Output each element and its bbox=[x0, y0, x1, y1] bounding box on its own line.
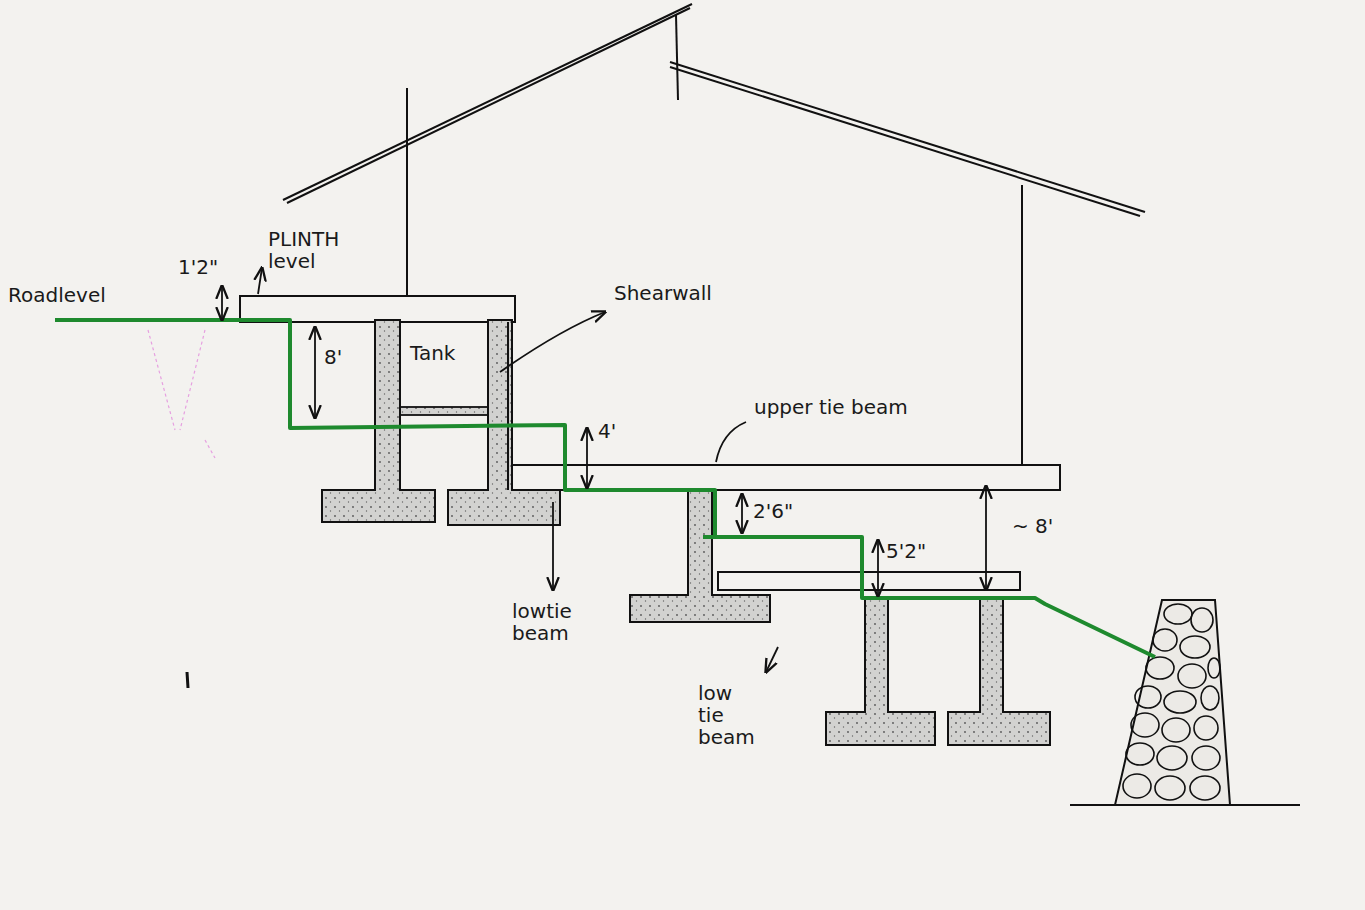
retaining-wall bbox=[1157, 746, 1187, 770]
retaining-wall bbox=[1201, 686, 1219, 710]
retaining-wall bbox=[1178, 664, 1206, 688]
retaining-wall bbox=[1153, 629, 1177, 651]
retaining-wall bbox=[1146, 657, 1174, 679]
retaining-wall bbox=[1208, 658, 1220, 678]
ground-line bbox=[55, 320, 1155, 657]
roof bbox=[283, 4, 1145, 216]
pink-marks bbox=[205, 440, 215, 458]
space-label: Tank bbox=[410, 342, 480, 364]
dimension-arrows bbox=[221, 286, 223, 320]
dimension-label: 2'6" bbox=[753, 500, 813, 522]
leader-lines bbox=[500, 312, 605, 372]
roof bbox=[670, 67, 1140, 216]
retaining-wall bbox=[1162, 718, 1190, 742]
columns-footings bbox=[630, 490, 770, 622]
dimension-arrows bbox=[985, 486, 987, 590]
part-label: upper tie beam bbox=[754, 396, 954, 418]
level-label: PLINTH level bbox=[268, 228, 378, 272]
retaining-wall bbox=[1164, 604, 1192, 624]
retaining-wall bbox=[1123, 774, 1151, 798]
retaining-wall bbox=[1194, 716, 1218, 740]
retaining-wall bbox=[1190, 776, 1220, 800]
low-tie-beam bbox=[718, 572, 1020, 590]
retaining-wall bbox=[1191, 608, 1213, 632]
level-label: Roadlevel bbox=[8, 284, 148, 306]
retaining-wall bbox=[1131, 713, 1159, 737]
roof bbox=[676, 15, 678, 100]
retaining-wall bbox=[1192, 746, 1220, 770]
pink-marks bbox=[148, 330, 215, 458]
columns-footings bbox=[322, 320, 1050, 745]
part-label: lowtie beam bbox=[512, 600, 607, 644]
pen-mark bbox=[187, 672, 188, 688]
dimension-label: 1'2" bbox=[178, 256, 228, 278]
retaining-wall bbox=[1155, 776, 1185, 800]
upper-tie-beam bbox=[512, 465, 1060, 490]
walls bbox=[406, 88, 408, 296]
retaining-wall bbox=[1135, 686, 1161, 708]
part-label: low tie beam bbox=[698, 682, 760, 748]
retaining-wall bbox=[1126, 743, 1154, 765]
retaining-wall bbox=[1180, 636, 1210, 658]
dimension-arrows bbox=[258, 268, 262, 294]
columns-footings bbox=[826, 598, 935, 745]
dimension-arrows bbox=[586, 428, 588, 488]
columns-footings bbox=[448, 320, 560, 525]
leader-lines bbox=[766, 647, 778, 672]
leader-lines bbox=[716, 422, 746, 462]
dimension-label: 8' bbox=[324, 346, 364, 368]
dimension-arrows bbox=[877, 540, 879, 596]
retaining-wall bbox=[1123, 604, 1220, 800]
dimension-label: 4' bbox=[598, 420, 638, 442]
shear-wall bbox=[507, 322, 509, 490]
shear-wall bbox=[507, 322, 509, 490]
low-tie-beam bbox=[718, 572, 1020, 590]
pen-mark bbox=[187, 672, 188, 688]
part-label: Shearwall bbox=[614, 282, 774, 304]
leader-lines bbox=[552, 502, 554, 590]
dimension-arrows bbox=[741, 494, 743, 533]
walls bbox=[1021, 185, 1023, 465]
dimension-label: 5'2" bbox=[886, 540, 946, 562]
roof bbox=[283, 4, 692, 200]
dimension-label: ~ 8' bbox=[1012, 515, 1082, 537]
leader-lines bbox=[500, 312, 778, 672]
pink-marks bbox=[148, 330, 175, 430]
dimension-arrows bbox=[222, 268, 986, 596]
retaining-wall bbox=[1070, 804, 1300, 806]
tank-slab bbox=[400, 407, 488, 415]
columns-footings bbox=[948, 598, 1050, 745]
retaining-wall bbox=[1115, 600, 1230, 805]
upper-tie-beam bbox=[512, 465, 1060, 490]
tank-slab bbox=[400, 407, 488, 415]
ground-line bbox=[55, 320, 1155, 657]
roof bbox=[287, 8, 690, 203]
retaining-wall bbox=[1164, 691, 1196, 713]
roof bbox=[670, 62, 1145, 212]
pink-marks bbox=[180, 330, 205, 430]
dimension-arrows bbox=[314, 327, 316, 418]
